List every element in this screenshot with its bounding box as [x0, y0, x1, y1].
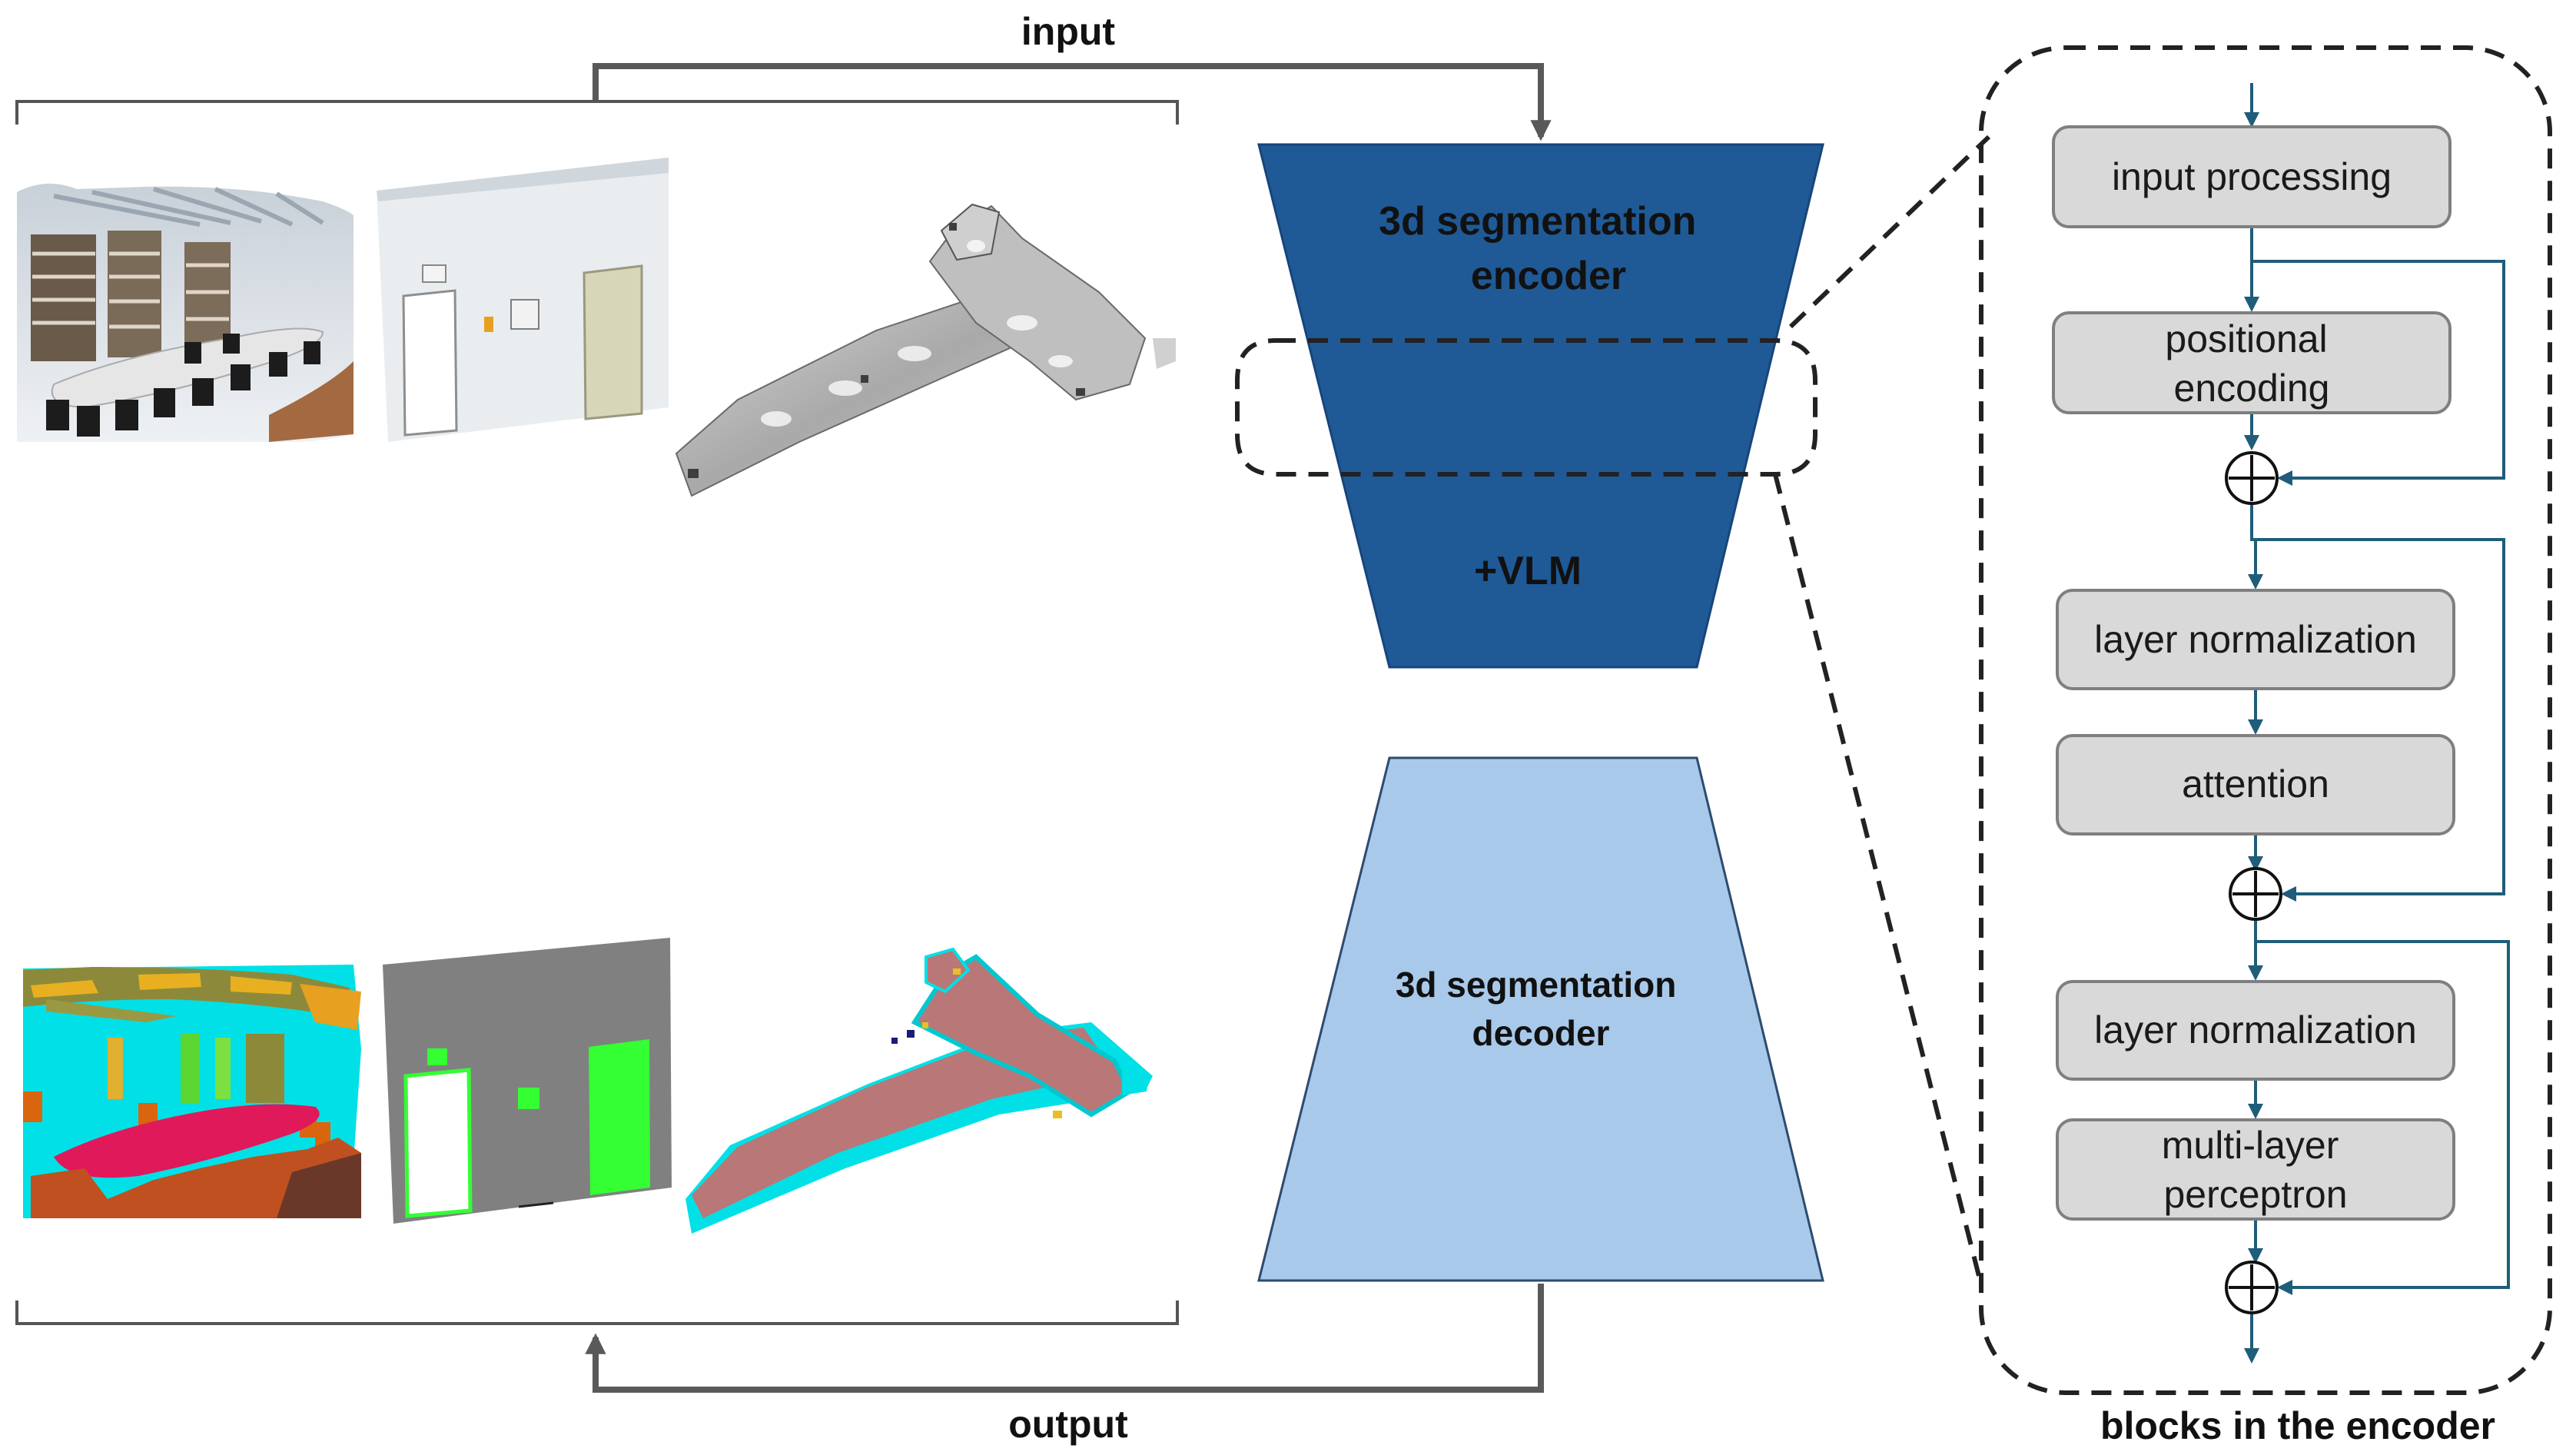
vlm-label: +VLM [1474, 549, 1582, 593]
zoom-connector-top [1788, 135, 1991, 329]
block-positional-encoding-label-line2: encoding [2174, 367, 2330, 410]
block-mlp-label-line2: perceptron [2163, 1173, 2347, 1216]
input-image-wall-with-doors [377, 158, 669, 442]
block-attention: attention [2056, 734, 2455, 835]
output-image-conference-room-segmentation [23, 965, 361, 1218]
decoder-shape [1257, 756, 1824, 1282]
block-layer-normalization-2: layer normalization [2056, 980, 2455, 1081]
output-label: output [1008, 1403, 1128, 1446]
block-layer-normalization-1: layer normalization [2056, 589, 2455, 690]
flow-arrow-add1-to-layernorm1 [2248, 501, 2263, 590]
encoder-label-line1: 3d segmentation [1379, 199, 1696, 244]
decoder-label: 3d segmentation decoder [1396, 965, 1686, 1053]
output-bracket [15, 1301, 1179, 1325]
residual-loop-1 [2252, 260, 2505, 486]
input-bracket [15, 100, 1179, 125]
encoder-label: 3d segmentation encoder [1379, 199, 1708, 298]
input-image-building-3d-scan [675, 203, 1176, 497]
input-label: input [1021, 10, 1116, 53]
zoom-connector-bottom [1773, 473, 1981, 1277]
output-image-wall-with-doors-segmentation [383, 938, 672, 1224]
residual-loop-2 [2256, 538, 2505, 902]
input-arrow [593, 63, 1552, 141]
output-arrow [585, 1284, 1544, 1393]
encoder-blocks-panel [1979, 45, 2552, 1395]
svg-text:positional encoding: positional encoding [2165, 317, 2338, 410]
decoder-label-line1: 3d segmentation [1396, 965, 1677, 1005]
block-input-processing: input processing [2052, 125, 2452, 228]
block-mlp-label-line1: multi-layer [2162, 1124, 2339, 1167]
add-node-1-icon [2225, 451, 2279, 505]
encoder-label-line2: encoder [1471, 254, 1626, 298]
blocks-caption: blocks in the encoder [2100, 1404, 2495, 1447]
block-layer-normalization-1-label: layer normalization [2094, 618, 2417, 661]
add-node-3-icon [2225, 1261, 2279, 1314]
block-positional-encoding: positional encoding [2052, 311, 2452, 414]
output-image-building-3d-segmentation [685, 947, 1153, 1234]
block-positional-encoding-label-line1: positional [2165, 317, 2327, 360]
block-multi-layer-perceptron: multi-layer perceptron [2056, 1118, 2455, 1221]
encoder-shape [1257, 143, 1824, 669]
add-node-2-icon [2229, 867, 2282, 921]
block-attention-label: attention [2182, 762, 2329, 806]
block-layer-normalization-2-label: layer normalization [2094, 1008, 2417, 1051]
residual-loop-3 [2256, 940, 2510, 1295]
input-image-conference-room [17, 183, 354, 442]
decoder-label-line2: decoder [1472, 1013, 1610, 1053]
block-input-processing-label: input processing [2112, 155, 2392, 198]
svg-text:multi-layer perceptron: multi-layer perceptron [2162, 1124, 2350, 1216]
